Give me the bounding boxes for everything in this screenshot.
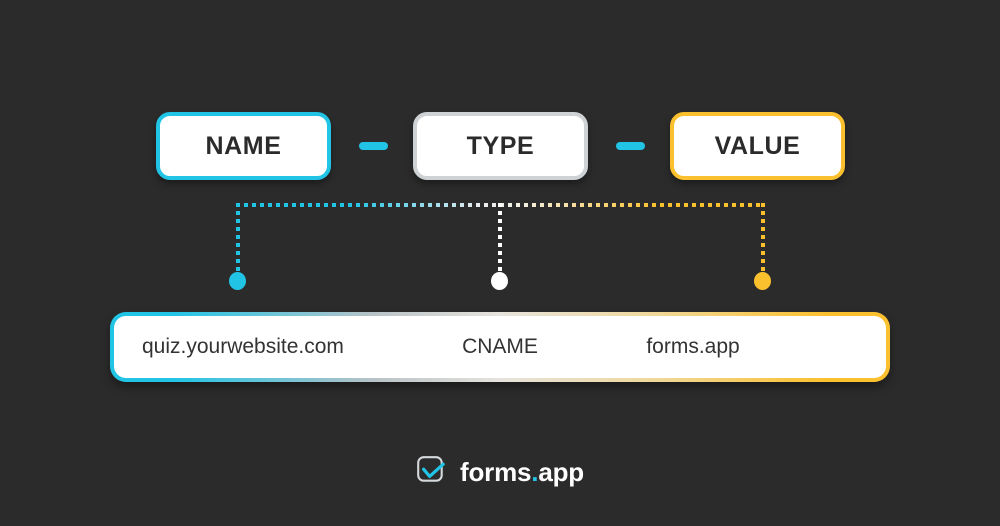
brand-logo-text: forms.app (460, 459, 584, 485)
field-label-name-text: NAME (205, 131, 282, 160)
connector-vertical-line-name (236, 203, 240, 277)
connector-vertical-line-value (761, 203, 765, 277)
forms-app-check-icon (416, 455, 450, 489)
dns-record-bar-inner: quiz.yourwebsite.com CNAME forms.app (114, 316, 886, 378)
field-label-name: NAME (156, 112, 331, 180)
field-label-type: TYPE (413, 112, 588, 180)
connector-dot-name (229, 272, 246, 290)
brand-logo: forms.app (0, 455, 1000, 489)
record-value-name: quiz.yourwebsite.com (142, 335, 344, 358)
dash-icon-2 (616, 142, 645, 150)
field-label-value-text: VALUE (714, 131, 801, 160)
connector-dot-value (754, 272, 771, 290)
dns-record-bar: quiz.yourwebsite.com CNAME forms.app (110, 312, 890, 382)
field-label-type-text: TYPE (466, 131, 535, 160)
connector-dot-type (491, 272, 508, 290)
dash-icon-1 (359, 142, 388, 150)
record-value-type: CNAME (462, 335, 538, 358)
connector-vertical-line-type (498, 203, 502, 277)
brand-name-dot: . (531, 457, 539, 487)
brand-name-first: forms (460, 457, 532, 487)
record-value-value: forms.app (646, 335, 740, 358)
brand-name-last: app (538, 457, 584, 487)
field-label-value: VALUE (670, 112, 845, 180)
